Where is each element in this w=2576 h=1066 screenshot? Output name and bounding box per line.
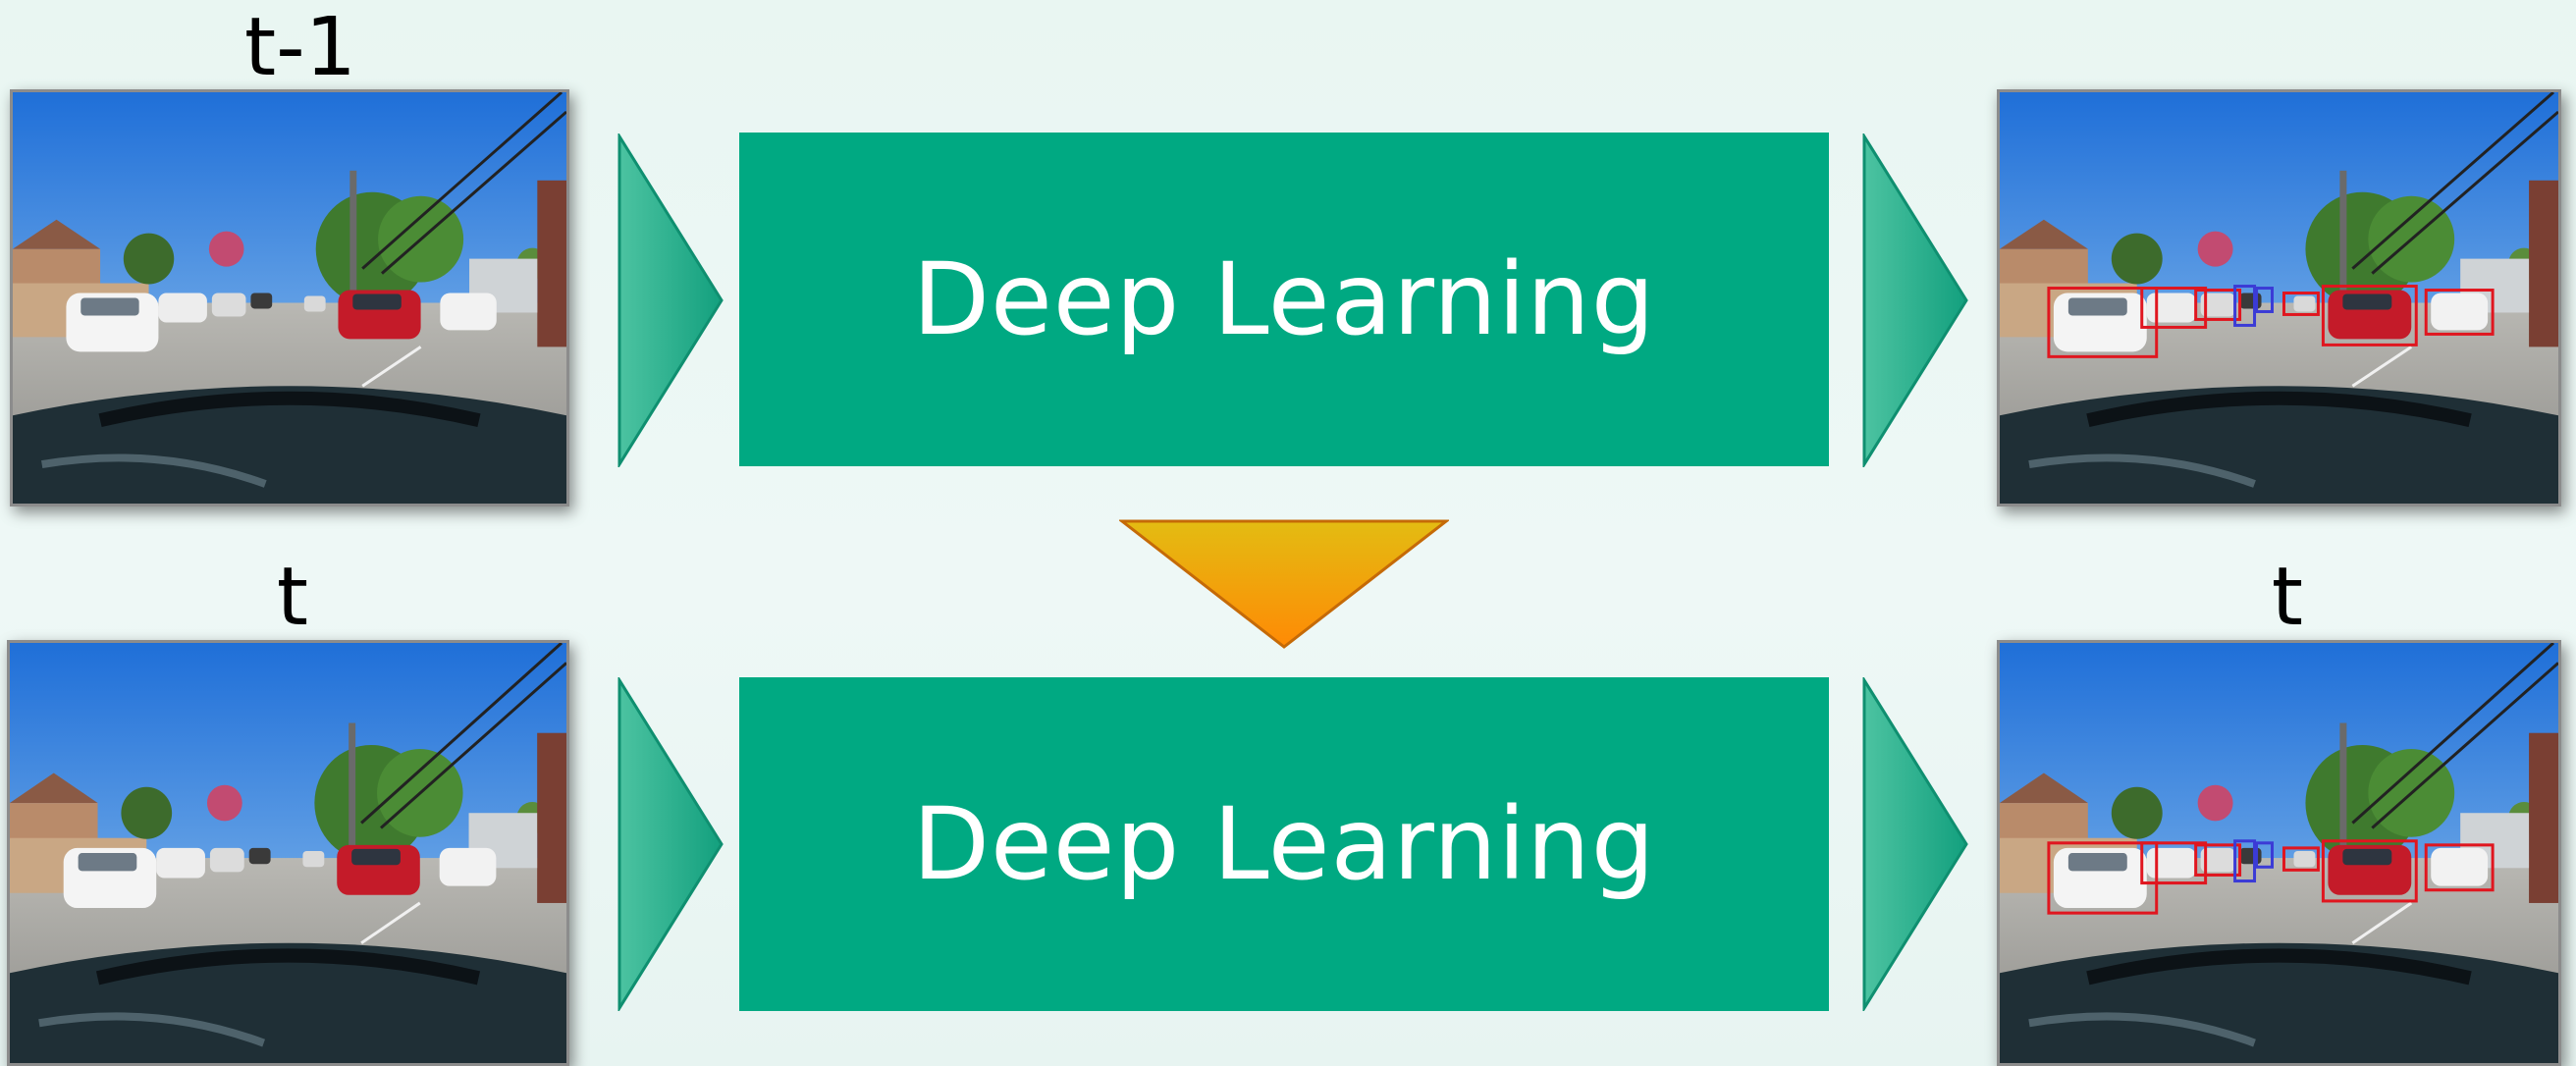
triangle-right-icon	[617, 133, 724, 467]
detection-box-car	[2424, 289, 2495, 336]
triangle-right-icon	[1861, 133, 1969, 467]
frame-label-previous: t-1	[244, 1, 356, 94]
detection-box-person	[2255, 287, 2275, 313]
detection-box-car	[2281, 292, 2320, 316]
input-frame-current	[7, 640, 569, 1066]
detection-box-person	[2233, 839, 2257, 883]
triangle-down-icon	[1119, 518, 1449, 650]
output-frame-current	[1997, 640, 2561, 1066]
detection-box-car	[2424, 843, 2495, 892]
detection-box-car	[2140, 287, 2208, 329]
detection-box-car	[2047, 841, 2159, 915]
frame-label-current-output: t	[2271, 551, 2304, 644]
input-frame-previous	[10, 89, 569, 506]
detection-boxes	[2047, 285, 2495, 358]
detection-box-car	[2194, 289, 2242, 321]
detection-box-car	[2321, 839, 2418, 903]
detection-box-car	[2194, 843, 2242, 877]
detection-box-person	[2255, 841, 2275, 869]
output-frame-previous	[1997, 89, 2561, 506]
deep-learning-box-top: Deep Learning	[739, 133, 1829, 466]
detection-box-car	[2047, 287, 2159, 358]
detection-box-car	[2140, 841, 2208, 885]
detection-box-person	[2233, 285, 2257, 327]
deep-learning-box-bottom: Deep Learning	[739, 677, 1829, 1011]
detection-box-car	[2321, 285, 2418, 346]
triangle-right-icon	[617, 677, 724, 1011]
deep-learning-label-bottom: Deep Learning	[912, 785, 1656, 903]
detection-boxes	[2047, 839, 2495, 915]
detection-box-car	[2281, 846, 2320, 872]
deep-learning-label-top: Deep Learning	[912, 240, 1656, 358]
frame-label-current-input: t	[276, 551, 309, 644]
triangle-right-icon	[1861, 677, 1969, 1011]
